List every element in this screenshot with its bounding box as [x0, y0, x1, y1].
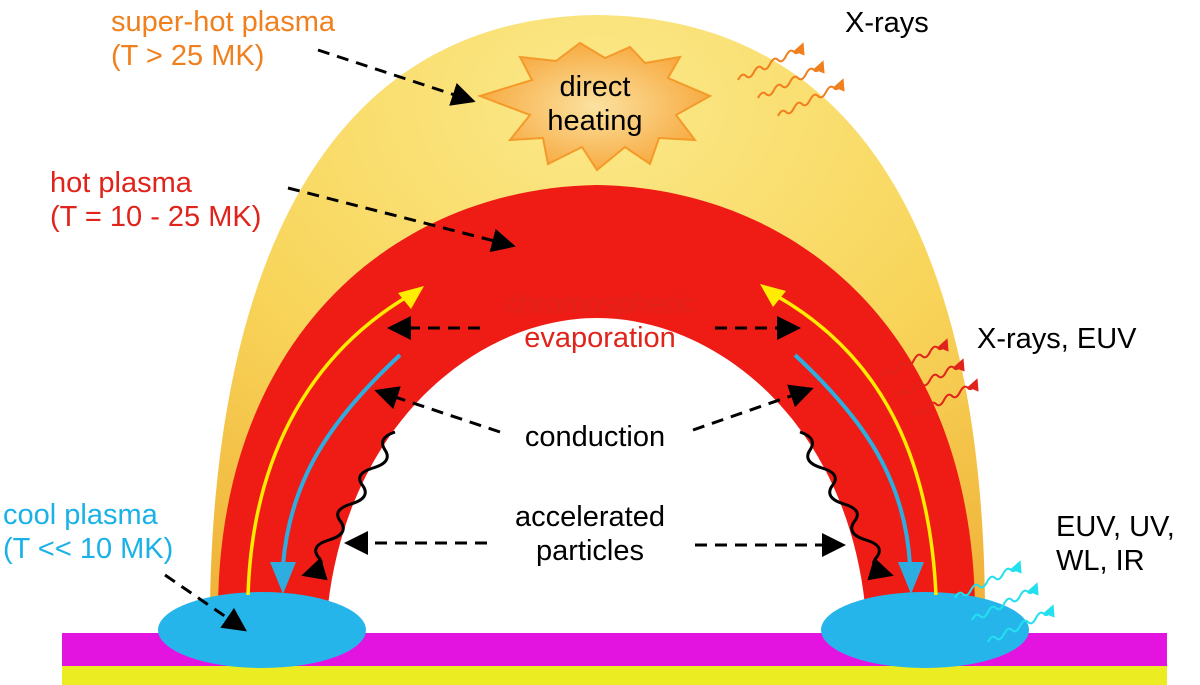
left-conduction-arrowhead	[270, 562, 296, 594]
xray-euv-emission	[881, 338, 979, 417]
super-hot-plasma-label: super-hot plasma (T > 25 MK)	[111, 5, 335, 73]
left-evaporation-arrow	[246, 293, 411, 596]
direct-heating-line2: heating	[547, 105, 643, 137]
xrays-euv-label: X-rays, EUV	[977, 323, 1137, 355]
conduction-pointer-left	[374, 386, 501, 434]
cool-pointer	[164, 573, 247, 632]
direct-heating-label: direct heating	[520, 70, 670, 138]
conduction-pointer-right	[692, 384, 814, 432]
cool-plasma-label: cool plasma (T << 10 MK)	[3, 498, 173, 566]
right-footpoint	[821, 592, 1029, 668]
hot-pointer	[287, 186, 516, 253]
euv-uv-label: EUV, UV, WL, IR	[1056, 510, 1175, 578]
left-particle-beam	[301, 430, 396, 581]
left-conduction-arrow	[281, 353, 402, 566]
accelerated-particles-label: accelerated particles	[480, 500, 700, 568]
euv-uv-line2: WL, IR	[1056, 545, 1145, 577]
right-evaporation-arrow	[774, 293, 938, 596]
accelerated-particles-line2: particles	[536, 535, 644, 567]
euv-uv-emission	[954, 560, 1055, 643]
right-particle-beam	[799, 430, 894, 581]
left-footpoint	[158, 592, 366, 668]
hot-plasma-label: hot plasma (T = 10 - 25 MK)	[50, 166, 261, 234]
accelerated-particles-line1: accelerated	[515, 501, 665, 533]
left-evaporation-arrowhead	[398, 286, 424, 309]
cool-plasma-temp: (T << 10 MK)	[3, 533, 174, 565]
super-hot-pointer	[317, 48, 476, 106]
direct-heating-star	[476, 41, 713, 172]
hot-plasma-temp: (T = 10 - 25 MK)	[50, 201, 262, 233]
right-conduction-arrowhead	[898, 562, 924, 594]
euv-uv-line1: EUV, UV,	[1056, 511, 1175, 543]
cool-plasma-title: cool plasma	[3, 499, 158, 531]
direct-heating-line1: direct	[559, 71, 631, 103]
xrays-top-label: X-rays	[845, 7, 929, 39]
right-conduction-arrow	[793, 353, 912, 566]
photosphere-layer	[62, 665, 1167, 685]
chromospheric-evaporation-line2: evaporation	[524, 322, 676, 354]
dashed-pointers	[164, 48, 846, 632]
xray-emission-top	[737, 42, 845, 117]
loop-cavity	[328, 318, 865, 605]
super-hot-plasma-temp: (T > 25 MK)	[111, 40, 265, 72]
chromospheric-evaporation-line1: chromospheric	[504, 288, 696, 320]
chromospheric-evaporation-label: chromospheric evaporation	[475, 287, 725, 355]
hot-plasma-title: hot plasma	[50, 167, 192, 199]
super-hot-plasma-title: super-hot plasma	[111, 6, 336, 38]
right-evaporation-arrowhead	[760, 284, 786, 307]
conduction-label: conduction	[524, 421, 666, 453]
